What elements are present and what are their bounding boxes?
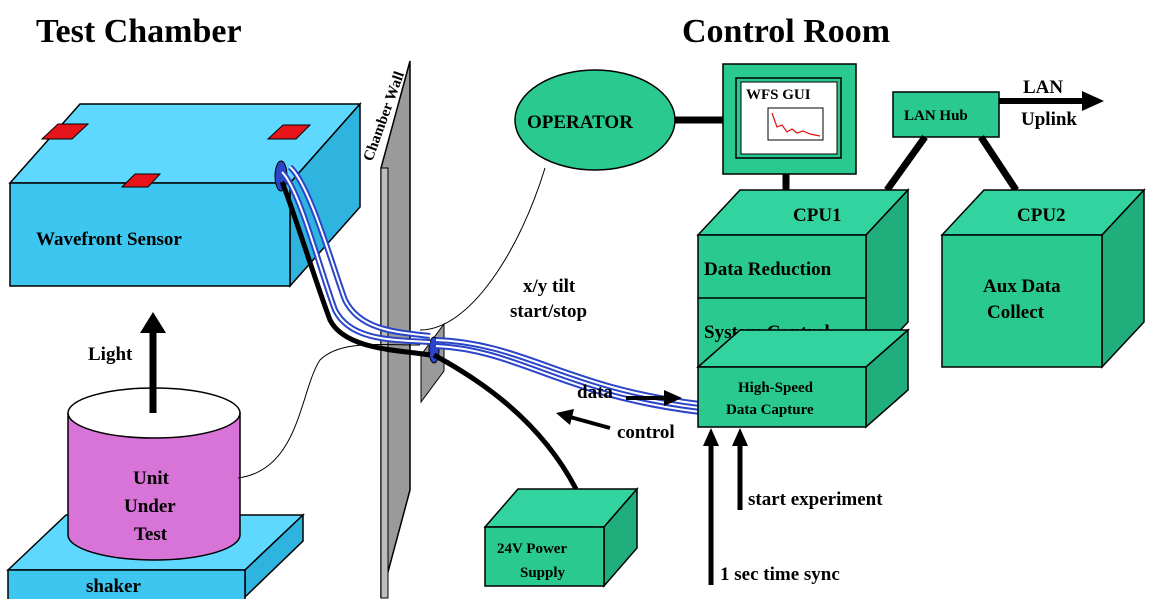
red-pad-icon bbox=[266, 124, 312, 140]
data-capture-line2: Data Capture bbox=[726, 402, 814, 418]
power-supply: 24V Power Supply bbox=[483, 486, 639, 589]
data-label: data bbox=[577, 382, 613, 403]
signal-plot-icon bbox=[771, 112, 821, 137]
lan-uplink-line2: Uplink bbox=[1021, 109, 1077, 130]
data-capture-line1: High-Speed bbox=[738, 380, 814, 396]
hub-cpu1-link bbox=[884, 134, 928, 193]
red-pad-icon bbox=[120, 173, 162, 188]
wfs-gui-label: WFS GUI bbox=[746, 87, 811, 103]
start-experiment-label: start experiment bbox=[748, 489, 883, 510]
aux-data-line1: Aux Data bbox=[983, 276, 1061, 297]
hub-cpu2-link bbox=[978, 135, 1019, 192]
control-room-title: Control Room bbox=[682, 13, 890, 50]
uut-line3: Test bbox=[134, 524, 168, 545]
data-arrow: data bbox=[577, 382, 682, 406]
tilt-label-line1: x/y tilt bbox=[523, 276, 576, 297]
aux-data-line2: Collect bbox=[987, 302, 1045, 323]
wavefront-sensor: Wavefront Sensor bbox=[8, 102, 362, 288]
control-arrow: control bbox=[556, 409, 675, 443]
power-supply-line2: Supply bbox=[520, 565, 566, 581]
uut-line2: Under bbox=[124, 496, 176, 517]
data-reduction-label: Data Reduction bbox=[704, 259, 832, 280]
start-experiment-arrow: start experiment bbox=[732, 428, 883, 510]
light-arrow: Light bbox=[88, 312, 166, 413]
tilt-label-line2: start/stop bbox=[510, 301, 587, 322]
lan-hub-label: LAN Hub bbox=[904, 108, 968, 124]
operator: OPERATOR bbox=[514, 69, 676, 171]
wavefront-sensor-label: Wavefront Sensor bbox=[36, 229, 182, 250]
cpu2-label: CPU2 bbox=[1017, 205, 1066, 226]
data-capture: High-Speed Data Capture bbox=[696, 328, 910, 429]
time-sync-label: 1 sec time sync bbox=[720, 564, 840, 585]
test-chamber-title: Test Chamber bbox=[36, 13, 242, 50]
shaker-label: shaker bbox=[86, 576, 141, 597]
cables bbox=[237, 164, 701, 491]
power-supply-line1: 24V Power bbox=[497, 541, 567, 557]
lan-uplink-line1: LAN bbox=[1023, 77, 1063, 98]
time-sync-arrow: 1 sec time sync bbox=[703, 428, 840, 585]
uut-line1: Unit bbox=[133, 468, 170, 489]
control-label: control bbox=[617, 422, 675, 443]
cpu2: CPU2 Aux Data Collect bbox=[940, 188, 1146, 369]
light-label: Light bbox=[88, 344, 133, 365]
lan-hub: LAN Hub bbox=[892, 91, 1000, 138]
unit-under-test: Unit Under Test bbox=[67, 387, 241, 561]
lan-uplink-arrow: LAN Uplink bbox=[999, 77, 1104, 130]
red-pad-icon bbox=[40, 123, 90, 140]
wfs-gui-monitor: WFS GUI bbox=[722, 63, 857, 175]
operator-label: OPERATOR bbox=[527, 112, 633, 133]
cpu1-label: CPU1 bbox=[793, 205, 842, 226]
